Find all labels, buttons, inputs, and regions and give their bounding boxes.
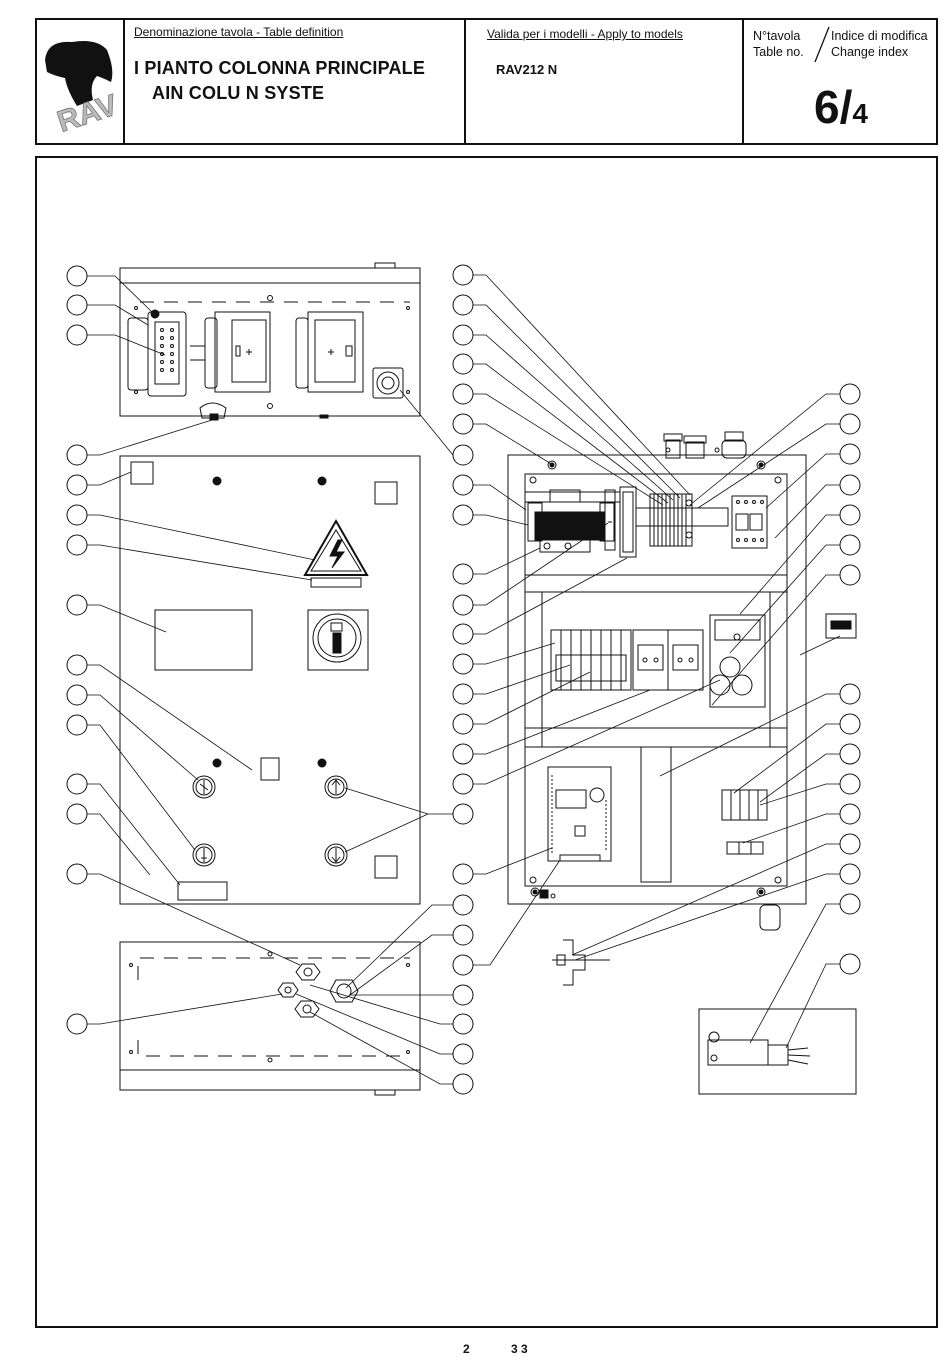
hinge-square-top-right — [375, 482, 397, 504]
callout-bubble — [840, 505, 860, 525]
nameplate — [155, 610, 252, 670]
callout-bubble — [453, 295, 473, 315]
hinge-square-top-left — [131, 462, 153, 484]
bottom-gland-panel — [120, 942, 420, 1095]
callout-bubble — [453, 564, 473, 584]
callout-bubble — [453, 804, 473, 824]
bracket-detail-icon — [552, 940, 610, 985]
callout-bubble — [453, 354, 473, 374]
door-panel — [120, 456, 420, 904]
callout-bubble — [67, 655, 87, 675]
high-voltage-warning-icon — [305, 521, 367, 575]
door-label-plate — [178, 882, 227, 900]
callout-bubble — [453, 595, 473, 615]
callout-bubble — [67, 804, 87, 824]
contactor-icon — [668, 630, 703, 690]
callout-bubble — [453, 414, 473, 434]
callout-bubble — [840, 714, 860, 734]
fuse-block-icon — [551, 630, 631, 690]
controller-board-icon — [548, 767, 611, 861]
callout-bubble — [840, 684, 860, 704]
callout-bubble — [453, 864, 473, 884]
callout-bubble — [67, 325, 87, 345]
callout-bubble — [453, 774, 473, 794]
callout-bubble — [453, 505, 473, 525]
callout-bubble — [67, 505, 87, 525]
callout-bubble — [453, 955, 473, 975]
circuit-breaker-icon — [732, 496, 767, 548]
callout-bubble — [453, 744, 473, 764]
callout-bubble — [67, 535, 87, 555]
footer-page-right: 3 3 — [511, 1342, 528, 1356]
hinge-square-bottom-right — [375, 856, 397, 878]
callout-bubble — [453, 325, 473, 345]
callout-bubble — [840, 954, 860, 974]
callout-bubble — [840, 414, 860, 434]
callout-bubble — [67, 715, 87, 735]
callout-bubble — [840, 565, 860, 585]
warning-plate — [311, 578, 361, 587]
terminal-block-icon — [727, 842, 763, 854]
callout-bubble — [453, 985, 473, 1005]
callout-bubble — [840, 535, 860, 555]
callout-bubble — [840, 834, 860, 854]
callout-bubble — [453, 925, 473, 945]
main-switch-icon — [308, 610, 368, 670]
callout-bubble — [453, 624, 473, 644]
callout-bubble — [453, 895, 473, 915]
callout-bubble — [840, 804, 860, 824]
indicator-lamp-icon — [193, 844, 215, 866]
electrical-cabinet — [508, 432, 806, 930]
top-glands — [664, 432, 746, 458]
pushbutton-down-icon — [325, 844, 347, 866]
pushbutton-up-icon — [325, 776, 347, 798]
cable-gland-icon — [278, 983, 298, 997]
callout-bubble — [67, 774, 87, 794]
callout-bubble — [453, 1014, 473, 1034]
transformer-icon — [525, 490, 620, 552]
callout-bubble — [453, 445, 473, 465]
callout-bubble — [840, 894, 860, 914]
callout-bubble — [453, 384, 473, 404]
callout-bubble — [67, 445, 87, 465]
callout-bubble — [453, 1044, 473, 1064]
callout-bubble — [840, 774, 860, 794]
motor-protector-icon — [710, 615, 765, 707]
callout-bubble — [67, 1014, 87, 1034]
callout-bubble — [840, 444, 860, 464]
callout-bubble — [67, 685, 87, 705]
din-rail-plate — [641, 747, 671, 882]
callout-bubble — [453, 684, 473, 704]
dip-switch-icon — [826, 614, 856, 638]
callout-bubble — [453, 714, 473, 734]
callout-bubble — [67, 864, 87, 884]
callout-bubble — [840, 744, 860, 764]
callout-bubble — [67, 475, 87, 495]
callout-bubble — [453, 475, 473, 495]
footer-page-left: 2 — [463, 1342, 470, 1356]
fuse-holder-icon — [605, 487, 636, 557]
callout-bubble — [453, 265, 473, 285]
callout-bubble — [840, 475, 860, 495]
cable-gland-icon — [330, 980, 358, 1002]
callout-bubble — [840, 864, 860, 884]
callout-bubble — [67, 266, 87, 286]
callout-bubble — [453, 1074, 473, 1094]
callout-bubble — [840, 384, 860, 404]
contactor-icon — [633, 630, 668, 690]
top-connector-panel — [120, 263, 420, 420]
terminal-strip-icon — [636, 494, 728, 546]
callout-bubble — [67, 595, 87, 615]
callout-bubble — [67, 295, 87, 315]
callout-bubble — [453, 654, 473, 674]
limit-switch-inset — [699, 1009, 856, 1094]
cable-gland-icon — [296, 964, 320, 980]
indicator-square — [261, 758, 279, 780]
indicator-lamp-icon — [193, 776, 215, 798]
